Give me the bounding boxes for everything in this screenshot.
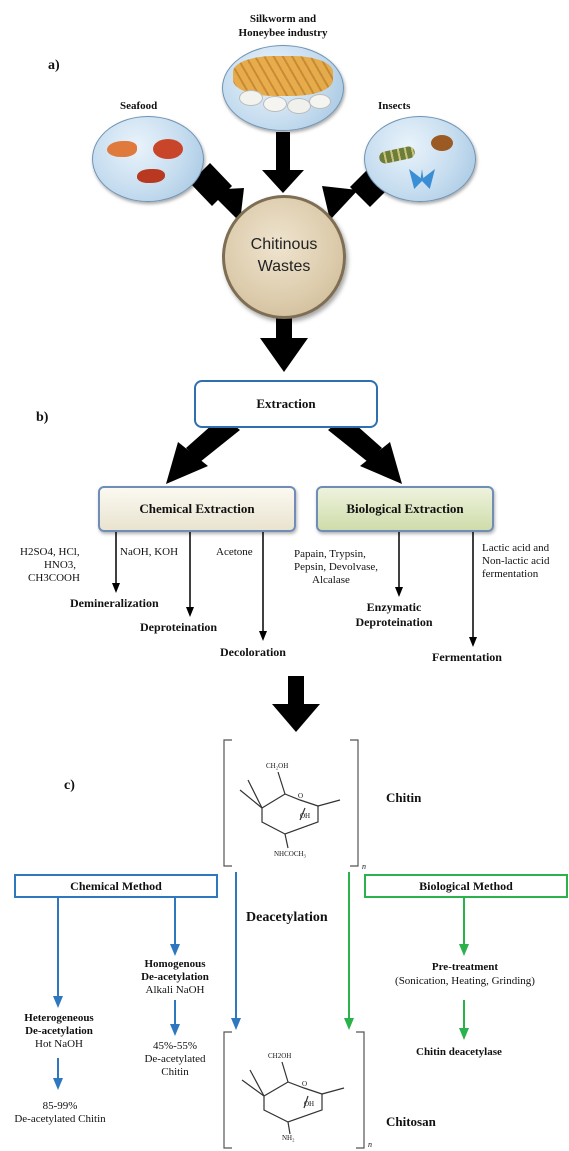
lactic-line2: Non-lactic acid <box>482 555 550 567</box>
hetero-result-line1: 85-99% <box>42 1100 78 1112</box>
enzymes-line1: Papain, Trypsin, <box>294 548 366 560</box>
homo-result-line3: Chitin <box>161 1066 189 1078</box>
acids-line2: HNO3, <box>43 559 77 571</box>
enzymatic-line1: Enzymatic <box>366 600 422 614</box>
homogenous-line3: Alkali NaOH <box>145 984 205 996</box>
chitin-repeat-n: n <box>362 862 366 871</box>
lactic-text: Lactic acid and Non-lactic acid fermenta… <box>482 542 550 581</box>
demineralization-label: Demineralization <box>70 596 159 610</box>
chemical-method-label: Chemical Method <box>70 879 162 893</box>
biological-method-box: Biological Method <box>364 874 568 898</box>
chitosan-label: Chitosan <box>386 1114 436 1129</box>
homogenous-text: Homogenous De-acetylation Alkali NaOH <box>120 958 230 997</box>
homogenous-line1: Homogenous <box>144 958 206 970</box>
lactic-line1: Lactic acid and <box>482 542 550 554</box>
deproteination-label: Deproteination <box>140 620 218 634</box>
seafood-image <box>92 116 204 202</box>
silkworm-label-line1: Silkworm and <box>249 13 317 25</box>
chitin-ch2oh: CH₂OH <box>266 762 289 770</box>
hetero-result-line2: De-acetylated Chitin <box>14 1113 106 1125</box>
chitin-ring <box>239 771 341 849</box>
enzymes-line3: Alcalase <box>312 574 350 586</box>
acids-text: H2SO4, HCl, HNO3, CH3COOH <box>20 546 100 585</box>
chitin-brackets <box>223 739 359 867</box>
arrow-silkworm-to-wastes <box>262 132 304 193</box>
biological-method-label: Biological Method <box>419 879 513 893</box>
shrimp-icon <box>107 141 137 157</box>
enzymatic-line2: Deproteination <box>355 615 433 629</box>
extraction-label: Extraction <box>256 396 316 411</box>
homogenous-line2: De-acetylation <box>141 971 209 983</box>
chemical-extraction-box: Chemical Extraction <box>98 486 296 532</box>
acetone-text: Acetone <box>216 546 253 558</box>
butterfly-icon <box>409 169 435 189</box>
arrow-b-to-c <box>272 676 320 732</box>
deacetylation-label: Deacetylation <box>246 910 328 925</box>
chitosan-brackets <box>223 1031 365 1149</box>
homo-result-line2: De-acetylated <box>144 1053 206 1065</box>
cocoon-icon <box>263 96 287 112</box>
chemical-extraction-label: Chemical Extraction <box>139 501 255 516</box>
silkworm-honeybee-image <box>222 45 344 131</box>
cocoon-icon <box>239 90 263 106</box>
honeycomb-icon <box>233 56 333 96</box>
fermentation-label: Fermentation <box>432 650 502 664</box>
arrow-wastes-to-extraction <box>260 310 308 372</box>
cocoon-icon <box>309 94 331 109</box>
enzymes-text: Papain, Trypsin, Pepsin, Devolvase, Alca… <box>294 548 378 587</box>
chitosan-substituent: NH₂ <box>282 1134 295 1142</box>
seafood-label: Seafood <box>120 100 158 112</box>
acids-line1: H2SO4, HCl, <box>20 546 80 558</box>
silkworm-label-line2: Honeybee industry <box>238 27 328 39</box>
biological-extraction-label: Biological Extraction <box>346 501 464 516</box>
decoloration-label: Decoloration <box>220 645 286 659</box>
chitosan-ch2oh: CH2OH <box>268 1052 292 1060</box>
chitinous-wastes-circle: Chitinous Wastes <box>222 195 346 319</box>
pretreatment-line2: (Sonication, Heating, Grinding) <box>395 975 535 987</box>
homogenous-result: 45%-55% De-acetylated Chitin <box>130 1040 220 1079</box>
silkworm-label: Silkworm and Honeybee industry <box>228 12 338 40</box>
chitinous-wastes-line1: Chitinous <box>250 236 318 253</box>
pretreatment-line1: Pre-treatment <box>431 961 499 973</box>
panel-c-label: c) <box>64 778 75 793</box>
enzymes-line2: Pepsin, Devolvase, <box>294 561 379 573</box>
cocoon-icon <box>287 98 311 114</box>
chitin-label: Chitin <box>386 790 422 805</box>
chemical-method-box: Chemical Method <box>14 874 218 898</box>
extraction-box: Extraction <box>194 380 378 428</box>
heterogeneous-result: 85-99% De-acetylated Chitin <box>0 1100 120 1126</box>
biological-extraction-box: Biological Extraction <box>316 486 494 532</box>
panel-b-label: b) <box>36 410 49 425</box>
insects-image <box>364 116 476 202</box>
bases-text: NaOH, KOH <box>120 546 179 558</box>
panel-a-label: a) <box>48 58 60 73</box>
chitin-oh: OH <box>300 812 311 820</box>
chitin-o: O <box>298 792 304 800</box>
hetero-line2: De-acetylation <box>25 1025 93 1037</box>
pretreatment-text: Pre-treatment (Sonication, Heating, Grin… <box>380 960 550 988</box>
hetero-line3: Hot NaOH <box>35 1038 83 1050</box>
enzymatic-deproteination-label: Enzymatic Deproteination <box>344 600 444 630</box>
lobster-icon <box>137 169 165 183</box>
chitosan-repeat-n: n <box>368 1140 372 1149</box>
hetero-line1: Heterogeneous <box>24 1012 94 1024</box>
chitosan-oh: OH <box>304 1100 315 1108</box>
chitinous-wastes-line2: Wastes <box>257 258 311 275</box>
fly-icon <box>431 135 453 151</box>
chitin-deacetylase-label: Chitin deacetylase <box>416 1046 502 1058</box>
homo-result-line1: 45%-55% <box>153 1040 197 1052</box>
crab-icon <box>153 139 183 159</box>
heterogeneous-text: Heterogeneous De-acetylation Hot NaOH <box>4 1012 114 1051</box>
acids-line3: CH3COOH <box>28 572 80 584</box>
chitin-substituent: NHCOCH₃ <box>274 850 306 858</box>
chitosan-o: O <box>302 1080 308 1088</box>
caterpillar-icon <box>378 145 416 165</box>
lactic-line3: fermentation <box>482 568 539 580</box>
chitosan-ring <box>241 1061 345 1135</box>
insects-label: Insects <box>378 100 411 112</box>
